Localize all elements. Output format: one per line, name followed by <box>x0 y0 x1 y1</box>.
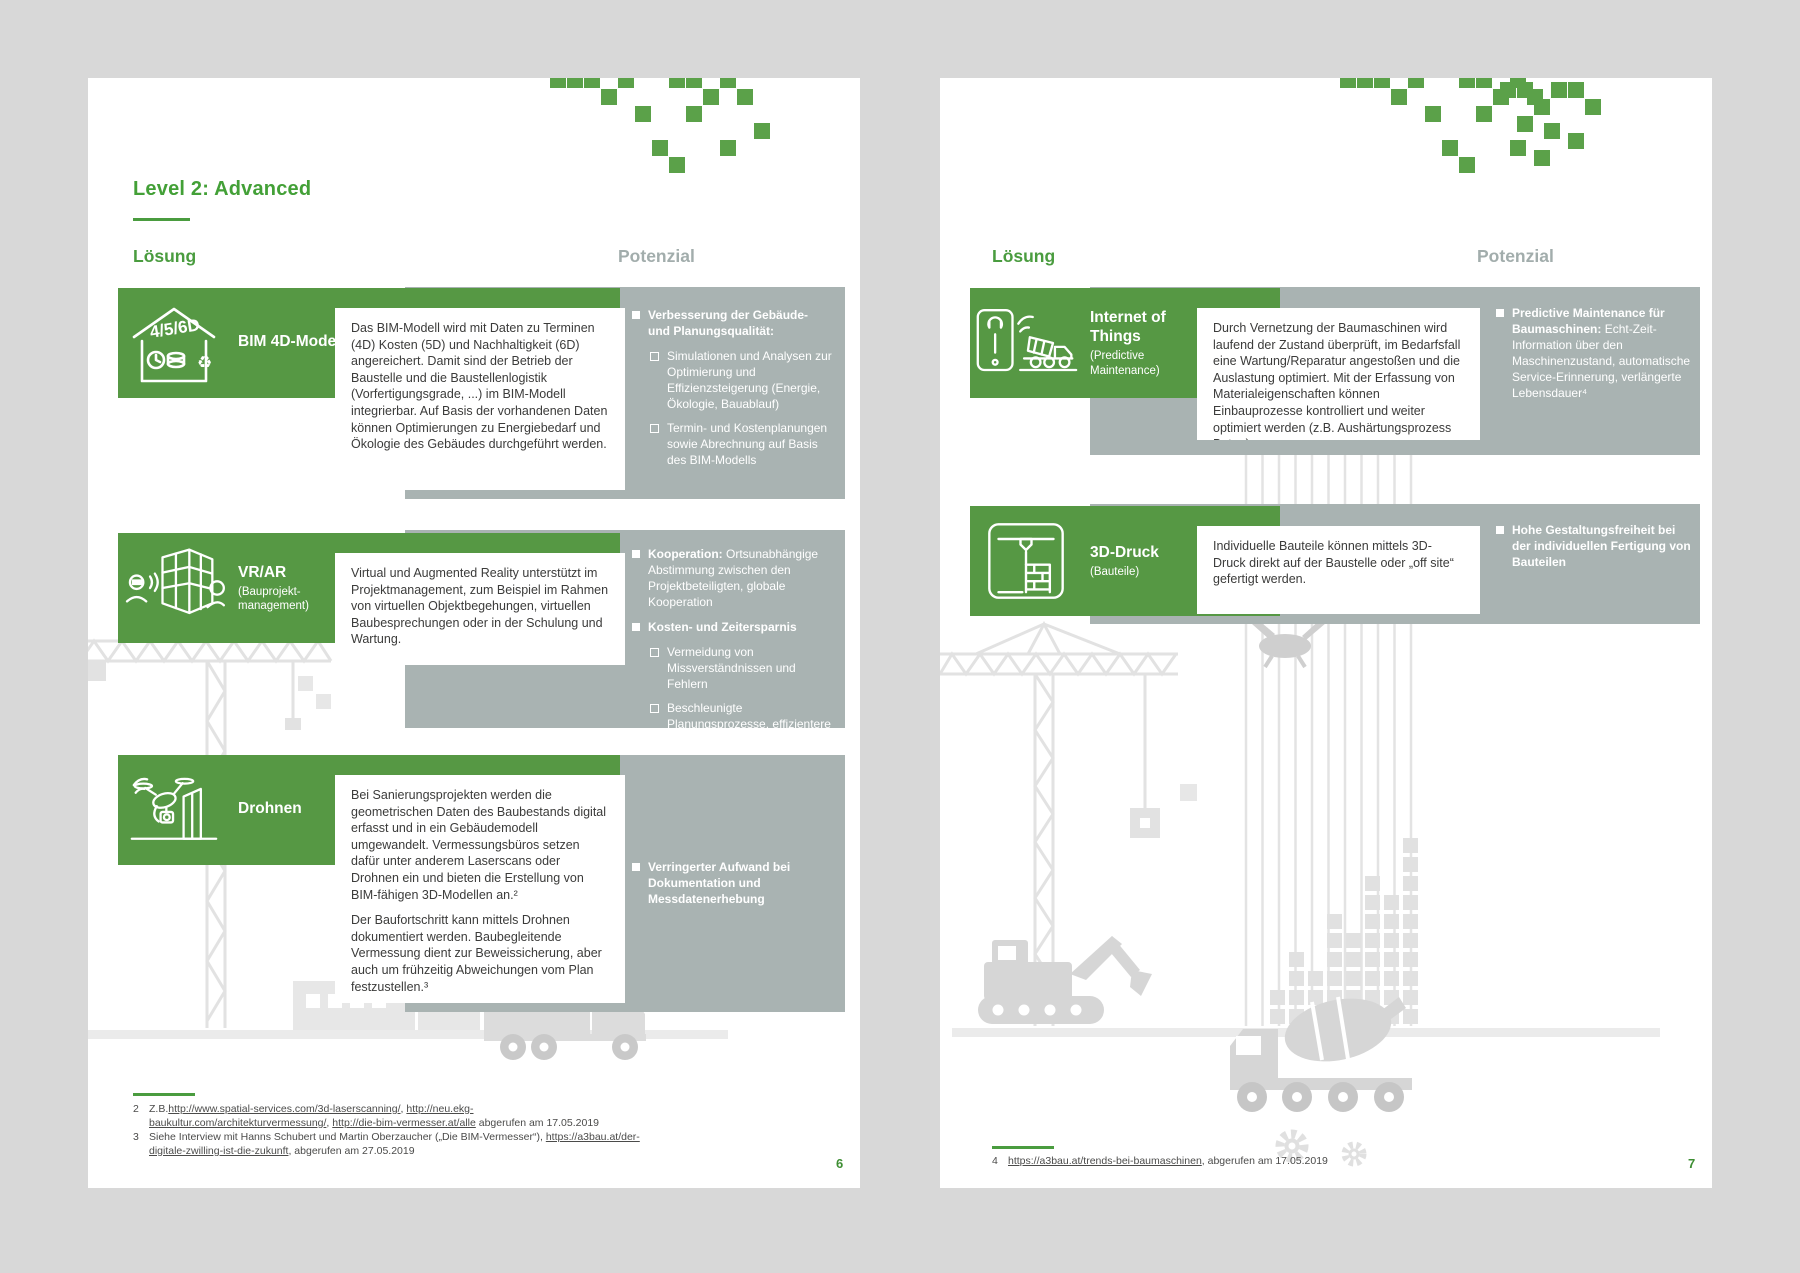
description-panel-bim4d: Das BIM-Modell wird mit Daten zu Termine… <box>335 308 625 490</box>
filled-square-bullet-icon <box>632 863 640 871</box>
page-7: Lösung Potenzial Predictive Maintenance … <box>940 78 1712 1188</box>
footnote-number: 3 <box>133 1131 139 1143</box>
potential-item: Beschleunigte Planungsprozesse, effizien… <box>650 700 832 748</box>
potential-item: Vermeidung von Missverständnissen und Fe… <box>650 644 832 692</box>
svg-text:4/5/6D: 4/5/6D <box>149 315 201 342</box>
solution-subtitle: (Bauteile) <box>1090 565 1140 578</box>
filled-square-bullet-icon <box>632 311 640 319</box>
filled-square-bullet-icon <box>1496 526 1504 534</box>
svg-text:♻: ♻ <box>197 353 212 372</box>
open-square-bullet-icon <box>650 704 659 713</box>
solution-subtitle: (Bauprojekt-management) <box>238 585 309 613</box>
3d-printer-icon <box>988 523 1064 599</box>
open-square-bullet-icon <box>650 424 659 433</box>
solution-title: Internet of Things <box>1090 309 1166 345</box>
potential-item: Simulationen und Analysen zur Optimierun… <box>650 348 832 412</box>
filled-square-bullet-icon <box>632 550 640 558</box>
footnote-number: 2 <box>133 1103 139 1115</box>
potential-item: Kooperation:Ortsunabhängige Abstimmung z… <box>632 546 832 610</box>
description-panel-drohnen: Bei Sanierungsprojekten werden die geome… <box>335 775 625 1003</box>
footnote-rule <box>133 1093 195 1096</box>
column-header-solution: Lösung <box>992 246 1056 266</box>
potential-item: Kosten- und Zeitersparnis <box>632 619 832 635</box>
page-title: Level 2: Advanced <box>133 178 312 200</box>
footnote-text: , <box>326 1117 333 1129</box>
page-number: 7 <box>1688 1156 1696 1171</box>
page-6: Level 2: Advanced Lösung Potenzial Verbe… <box>88 78 860 1188</box>
footnote-link[interactable]: https://a3bau.at/der-digitale-zwilling-i… <box>149 1131 640 1157</box>
footnote-text: Z.B. <box>149 1103 169 1115</box>
ground-band <box>88 1030 728 1039</box>
drone-icon <box>130 777 218 840</box>
page-number: 6 <box>836 1156 844 1171</box>
vr-ar-goggles-icon <box>125 548 225 615</box>
footnote-link[interactable]: http://die-bim-vermesser.at/alle <box>332 1117 476 1129</box>
gear-icon <box>1275 1129 1367 1167</box>
solution-title: 3D-Druck <box>1090 543 1159 561</box>
description-panel-vrar: Virtual und Augmented Reality unterstütz… <box>335 553 625 665</box>
footnote-text: , abgerufen am 27.05.2019 <box>288 1145 415 1157</box>
potential-item: Hohe Gestaltungsfreiheit bei der individ… <box>1496 522 1692 570</box>
open-square-bullet-icon <box>650 648 659 657</box>
solution-title: VR/AR <box>238 563 287 581</box>
footnote-2: 2 Z.B.http://www.spatial-services.com/3d… <box>133 1102 647 1130</box>
footnotes: 4 https://a3bau.at/trends-bei-baumaschin… <box>992 1154 1512 1168</box>
footnote-link[interactable]: http://neu.ekg-baukultur.com/architektur… <box>149 1103 474 1129</box>
solution-subtitle: (Predictive Maintenance) <box>1090 350 1160 377</box>
construction-site-silhouette <box>940 450 1660 1167</box>
column-header-potential: Potenzial <box>1477 246 1554 266</box>
description-panel-iot: Durch Vernetzung der Baumaschinen wird l… <box>1197 308 1480 440</box>
footnote-text: Siehe Interview mit Hanns Schubert und M… <box>149 1131 546 1143</box>
footnote-text: , abgerufen am 17.05.2019 <box>1201 1155 1328 1167</box>
footnote-number: 4 <box>992 1155 998 1167</box>
footnote-3: 3 Siehe Interview mit Hanns Schubert und… <box>133 1130 647 1158</box>
potential-item: Verringerter Aufwand bei Dokumentation u… <box>632 859 832 907</box>
potential-item: Termin- und Kostenplanungen sowie Abrech… <box>650 420 832 468</box>
solution-title: BIM 4D-Modell <box>238 333 345 350</box>
potential-item: Verbesserung der Gebäude- und Planungsqu… <box>632 307 832 339</box>
footnote-rule <box>992 1146 1054 1149</box>
footnotes: 2 Z.B.http://www.spatial-services.com/3d… <box>133 1102 647 1158</box>
footnote-4: 4 https://a3bau.at/trends-bei-baumaschin… <box>992 1154 1512 1168</box>
concrete-mixer-silhouette <box>1230 996 1412 1112</box>
iot-phone-truck-icon <box>976 309 1078 372</box>
filled-square-bullet-icon <box>1496 309 1504 317</box>
footnote-link[interactable]: https://a3bau.at/trends-bei-baumaschinen <box>1008 1155 1202 1167</box>
filled-square-bullet-icon <box>632 623 640 631</box>
column-header-potential: Potenzial <box>618 246 695 266</box>
potential-item: Predictive Maintenance für Baumaschinen:… <box>1496 305 1692 401</box>
excavator-silhouette <box>978 936 1152 1024</box>
column-header-solution: Lösung <box>133 246 197 266</box>
footnote-link[interactable]: http://www.spatial-services.com/3d-laser… <box>168 1103 401 1115</box>
footnote-text: abgerufen am 17.05.2019 <box>475 1117 600 1129</box>
title-underline <box>133 218 190 221</box>
bim-4d-house-icon: 4/5/6D ♻ <box>132 307 216 383</box>
description-panel-3ddruck: Individuelle Bauteile können mittels 3D-… <box>1197 526 1480 614</box>
footnote-text: , <box>400 1103 407 1115</box>
open-square-bullet-icon <box>650 352 659 361</box>
solution-title: Drohnen <box>238 800 302 817</box>
